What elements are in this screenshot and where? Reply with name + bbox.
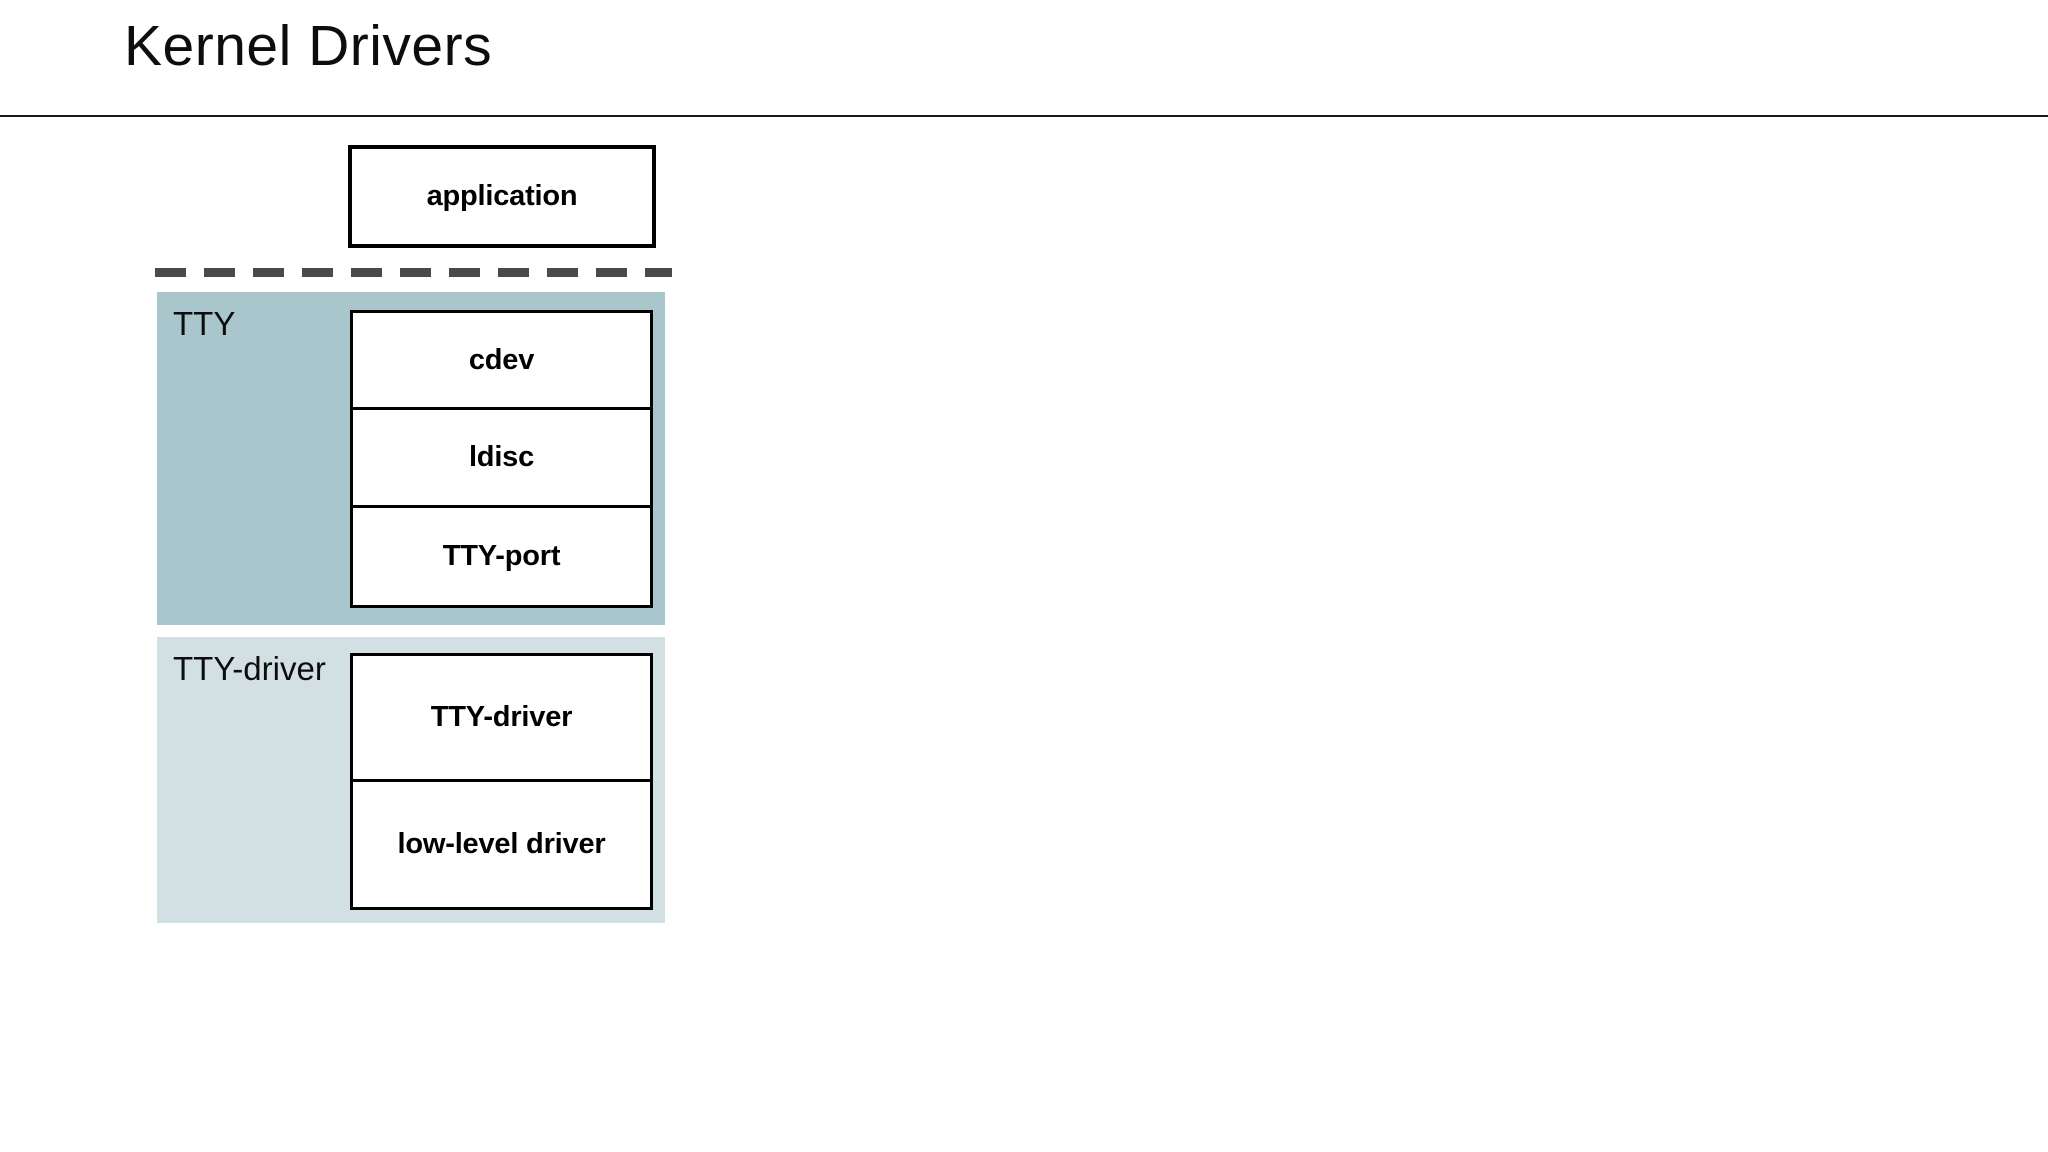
node-low-level-driver: low-level driver [353,781,650,907]
tty-group-label: TTY [173,305,236,342]
user-kernel-boundary-dashed-line [155,268,672,277]
title-divider [0,115,2048,117]
page-title: Kernel Drivers [124,14,493,78]
application-box: application [348,145,656,248]
tty-node-stack: cdev ldisc TTY-port [350,310,653,608]
node-ldisc: ldisc [353,410,650,508]
node-tty-port: TTY-port [353,507,650,605]
node-tty-driver: TTY-driver [353,656,650,782]
tty-driver-node-stack: TTY-driver low-level driver [350,653,653,910]
node-cdev: cdev [353,313,650,411]
tty-group: TTY cdev ldisc TTY-port [157,292,665,625]
tty-driver-group: TTY-driver TTY-driver low-level driver [157,637,665,923]
tty-driver-group-label: TTY-driver [173,650,326,687]
application-label: application [426,180,578,212]
